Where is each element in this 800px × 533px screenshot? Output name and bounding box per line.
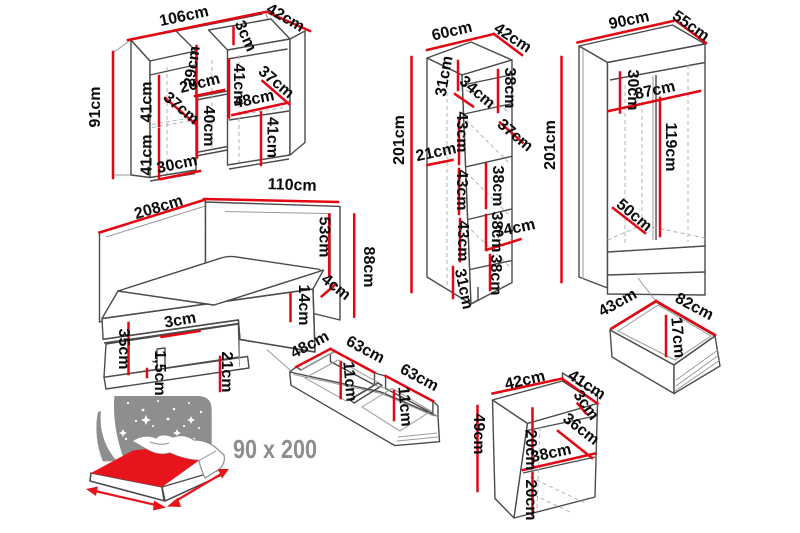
svg-text:43cm: 43cm — [453, 112, 470, 153]
svg-text:30cm: 30cm — [624, 70, 641, 111]
svg-text:41cm: 41cm — [139, 82, 156, 123]
svg-text:201cm: 201cm — [542, 120, 559, 170]
svg-text:41cm: 41cm — [139, 135, 156, 176]
svg-text:53cm: 53cm — [316, 217, 333, 258]
svg-text:20cm: 20cm — [522, 430, 539, 471]
svg-text:43cm: 43cm — [453, 170, 470, 211]
svg-text:38cm: 38cm — [487, 255, 504, 296]
svg-text:119cm: 119cm — [662, 123, 679, 172]
svg-text:17cm: 17cm — [667, 316, 688, 358]
svg-text:11cm: 11cm — [394, 386, 414, 427]
svg-text:3cm: 3cm — [163, 309, 197, 331]
svg-text:1,5cm: 1,5cm — [151, 350, 168, 395]
svg-text:20cm: 20cm — [522, 480, 539, 521]
svg-text:38cm: 38cm — [489, 166, 506, 207]
svg-text:41cm: 41cm — [264, 117, 281, 158]
svg-text:41cm: 41cm — [230, 64, 247, 105]
svg-text:49cm: 49cm — [470, 414, 487, 455]
svg-text:11cm: 11cm — [339, 361, 359, 402]
svg-text:43cm: 43cm — [454, 221, 471, 262]
svg-text:40cm: 40cm — [200, 106, 217, 147]
svg-text:14cm: 14cm — [295, 285, 312, 326]
svg-text:88cm: 88cm — [360, 247, 377, 288]
svg-text:201cm: 201cm — [391, 115, 408, 165]
svg-text:91cm: 91cm — [87, 87, 104, 128]
svg-text:90 x 200: 90 x 200 — [233, 434, 317, 464]
svg-text:31cm: 31cm — [433, 55, 457, 98]
svg-text:38cm: 38cm — [501, 68, 518, 109]
svg-text:21cm: 21cm — [218, 352, 235, 393]
svg-text:29cm: 29cm — [181, 45, 204, 88]
svg-text:110cm: 110cm — [267, 176, 317, 195]
svg-text:35cm: 35cm — [115, 329, 132, 370]
svg-text:38cm: 38cm — [488, 212, 505, 253]
